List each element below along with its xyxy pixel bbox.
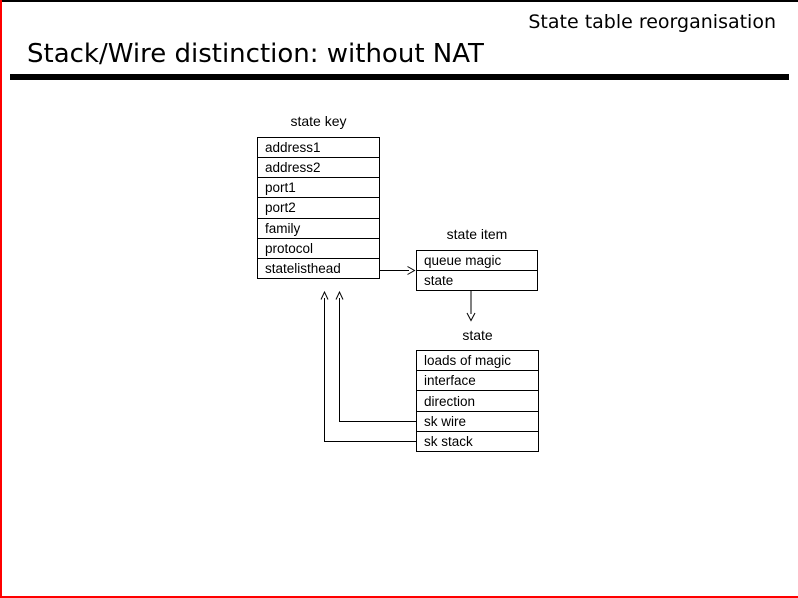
state-title: state (462, 327, 493, 343)
arrow-statelisthead-to-state-item (380, 266, 416, 275)
table-row: sk stack (417, 430, 538, 451)
table-row: sk wire (417, 410, 538, 431)
top-border-line (0, 0, 798, 2)
state-key-title: state key (290, 113, 347, 129)
table-row: protocol (258, 237, 379, 258)
table-row: state (417, 270, 537, 290)
title-rule (10, 74, 789, 80)
table-row: statelisthead (258, 257, 379, 278)
page-title: Stack/Wire distinction: without NAT (27, 39, 484, 69)
table-row: address1 (265, 140, 321, 156)
table-row: direction (417, 390, 538, 410)
arrow-sk-stack-to-statelisthead (320, 290, 416, 442)
state-table: loads of magic interface direction sk wi… (416, 350, 539, 452)
table-row: port2 (258, 197, 379, 217)
table-row: interface (417, 370, 538, 390)
table-row: loads of magic (424, 353, 512, 369)
arrow-state-item-to-state (466, 291, 476, 322)
table-row: address2 (258, 157, 379, 177)
state-key-table: address1 address2 port1 port2 family pro… (257, 137, 380, 279)
state-item-table: queue magic state (416, 250, 538, 291)
table-row: queue magic (424, 253, 502, 268)
state-item-title: state item (446, 226, 508, 242)
table-row: family (258, 217, 379, 238)
arrow-sk-wire-to-statelisthead (335, 290, 416, 422)
table-row: port1 (258, 177, 379, 197)
left-border-line (0, 0, 2, 598)
bottom-border-line (0, 596, 798, 598)
slide-corner-label: State table reorganisation (528, 11, 776, 33)
